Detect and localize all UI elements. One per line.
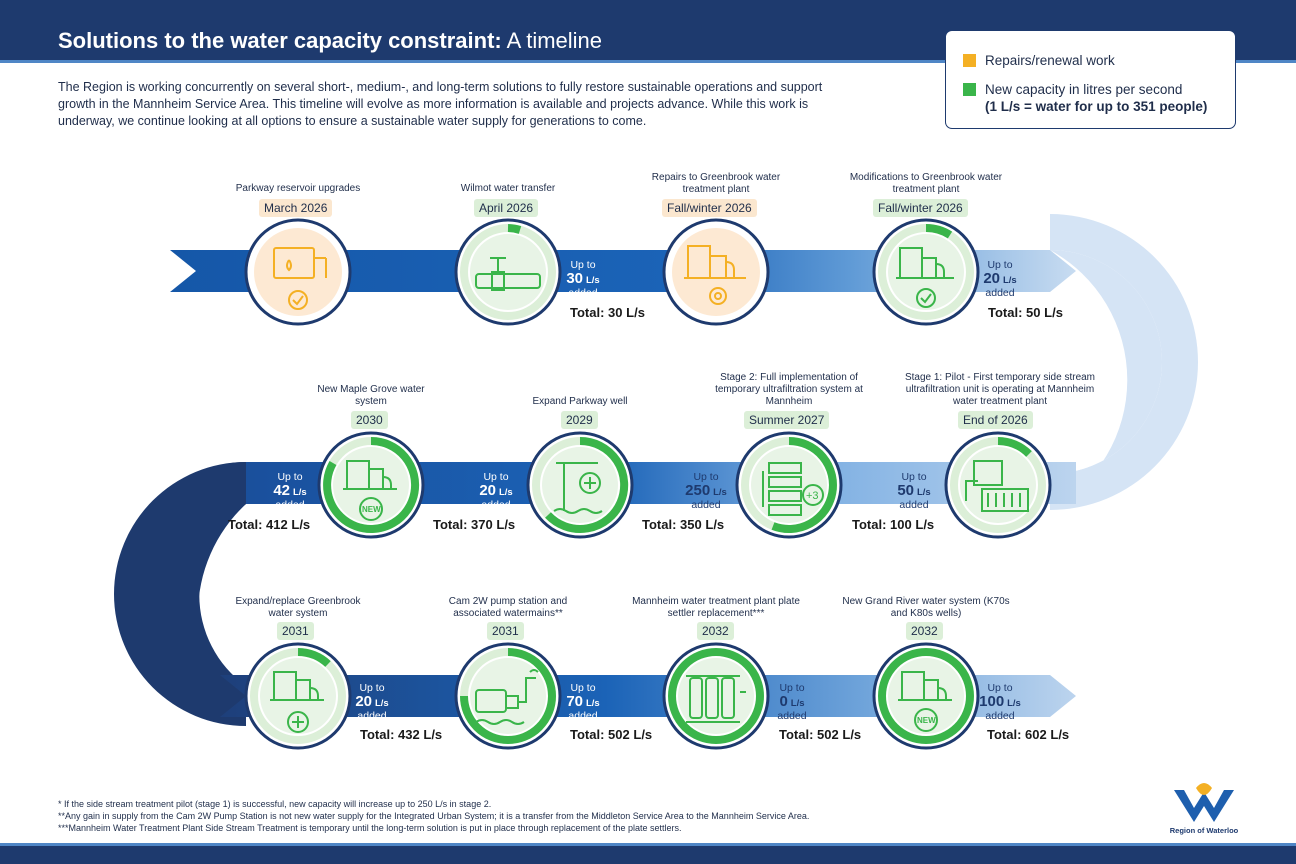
right-uturn: [1050, 214, 1198, 510]
milestone-5-circle: [944, 431, 1052, 539]
svg-text:NEW: NEW: [917, 716, 936, 725]
footnote-1: * If the side stream treatment pilot (st…: [58, 799, 492, 809]
well-plus-icon: [553, 462, 603, 514]
milestone-8-circle: NEW: [317, 431, 425, 539]
milestone-4-date: Fall/winter 2026: [873, 199, 968, 217]
milestone-8-total: Total: 412 L/s: [228, 517, 311, 532]
milestone-11-total: Total: 502 L/s: [779, 727, 862, 742]
plant-new-icon: NEW: [898, 671, 952, 732]
milestone-4-circle: [872, 218, 980, 326]
milestone-2-date: April 2026: [474, 199, 539, 217]
milestone-3-circle: [662, 218, 770, 326]
milestone-10-date: 2031: [487, 622, 524, 640]
milestone-12-total: Total: 602 L/s: [987, 727, 1070, 742]
milestone-5-date: End of 2026: [958, 411, 1033, 429]
pipe-valve-icon: [475, 257, 541, 291]
legend-capacity-swatch: [963, 83, 976, 96]
row2-arrow: [220, 462, 1076, 504]
plate-settler-icon: [686, 675, 746, 723]
milestone-3-date: Fall/winter 2026: [662, 199, 757, 217]
milestone-6-added: Up to 250 L/s added: [685, 471, 727, 511]
milestone-7-added: Up to 20 L/s added: [479, 471, 513, 511]
milestone-1-circle: [244, 218, 352, 326]
milestone-12-date: 2032: [906, 622, 943, 640]
ultrafiltration-unit-icon: [965, 460, 1029, 512]
milestone-4-total: Total: 50 L/s: [988, 305, 1063, 320]
milestone-4-added: Up to 20 L/s added: [983, 259, 1017, 299]
footer-bar: [0, 846, 1296, 864]
milestone-2-total: Total: 30 L/s: [570, 305, 645, 320]
region-logo-text: Region of Waterloo: [1169, 826, 1239, 835]
milestone-2-added: Up to 30 L/s added: [566, 259, 600, 299]
ultrafiltration-plus3-icon: +3: [762, 462, 824, 516]
milestone-8-date: 2030: [351, 411, 388, 429]
milestone-11-date: 2032: [697, 622, 734, 640]
region-logo-icon: [1174, 783, 1234, 822]
milestone-11-added: Up to 0 L/s added: [777, 682, 807, 722]
row1-arrow: [170, 250, 1076, 292]
svg-text:+3: +3: [806, 490, 819, 502]
milestone-1-caption: Parkway reservoir upgrades: [235, 183, 361, 194]
header-accent-line: [0, 60, 1296, 63]
milestone-9-circle: [244, 642, 352, 750]
milestone-9-total: Total: 432 L/s: [360, 727, 443, 742]
milestone-10-circle: [454, 642, 562, 750]
reservoir-check-icon: [273, 247, 327, 310]
milestone-12-added: Up to 100 L/s added: [979, 682, 1021, 722]
footnote-3: ***Mannheim Water Treatment Plant Side S…: [58, 823, 682, 833]
milestone-10-total: Total: 502 L/s: [570, 727, 653, 742]
milestone-8-caption: New Maple Grove water system: [317, 384, 425, 407]
legend: Repairs/renewal work New capacity in lit…: [945, 30, 1236, 129]
plant-plus-icon: [270, 671, 324, 733]
milestone-7-circle: [526, 431, 634, 539]
milestone-5-added: Up to 50 L/s added: [897, 471, 931, 511]
milestone-9-caption: Expand/replace Greenbrook water system: [235, 596, 361, 619]
milestone-5-caption: Stage 1: Pilot - First temporary side st…: [904, 372, 1096, 407]
milestone-7-date: 2029: [561, 411, 598, 429]
milestone-2-circle: [454, 218, 562, 326]
footnote-2: **Any gain in supply from the Cam 2W Pum…: [58, 811, 810, 821]
milestone-4-caption: Modifications to Greenbrook water treatm…: [849, 172, 1003, 195]
milestone-7-caption: Expand Parkway well: [532, 396, 628, 407]
milestone-10-added: Up to 70 L/s added: [566, 682, 600, 722]
milestone-12-caption: New Grand River water system (K70s and K…: [842, 596, 1010, 619]
milestone-3-caption: Repairs to Greenbrook water treatment pl…: [651, 172, 781, 195]
milestone-2-caption: Wilmot water transfer: [460, 183, 556, 194]
svg-text:NEW: NEW: [362, 505, 381, 514]
milestone-7-total: Total: 370 L/s: [433, 517, 516, 532]
page-title: Solutions to the water capacity constrai…: [58, 28, 603, 53]
milestone-1-date: March 2026: [259, 199, 333, 217]
milestone-10-caption: Cam 2W pump station and associated water…: [448, 596, 568, 619]
plant-check-icon: [896, 247, 954, 308]
milestone-9-added: Up to 20 L/s added: [355, 682, 389, 722]
milestone-11-circle: [662, 642, 770, 750]
row3-arrow: [220, 675, 1076, 717]
milestone-8-added: Up to 42 L/s added: [273, 471, 307, 511]
milestone-11-caption: Mannheim water treatment plant plate set…: [632, 596, 800, 619]
milestone-6-date: Summer 2027: [744, 411, 830, 429]
footer-accent-line: [0, 843, 1296, 846]
pump-station-icon: [475, 669, 539, 725]
milestone-5-total: Total: 100 L/s: [852, 517, 935, 532]
milestone-6-circle: +3: [735, 431, 843, 539]
plant-wrench-icon: [684, 245, 746, 305]
milestone-12-circle: NEW: [872, 642, 980, 750]
intro-text: The Region is working concurrently on se…: [58, 80, 823, 128]
milestone-9-date: 2031: [277, 622, 314, 640]
milestone-6-total: Total: 350 L/s: [642, 517, 725, 532]
milestone-6-caption: Stage 2: Full implementation of temporar…: [715, 372, 863, 407]
plant-new-icon: NEW: [343, 460, 397, 521]
legend-repairs-swatch: [963, 54, 976, 67]
